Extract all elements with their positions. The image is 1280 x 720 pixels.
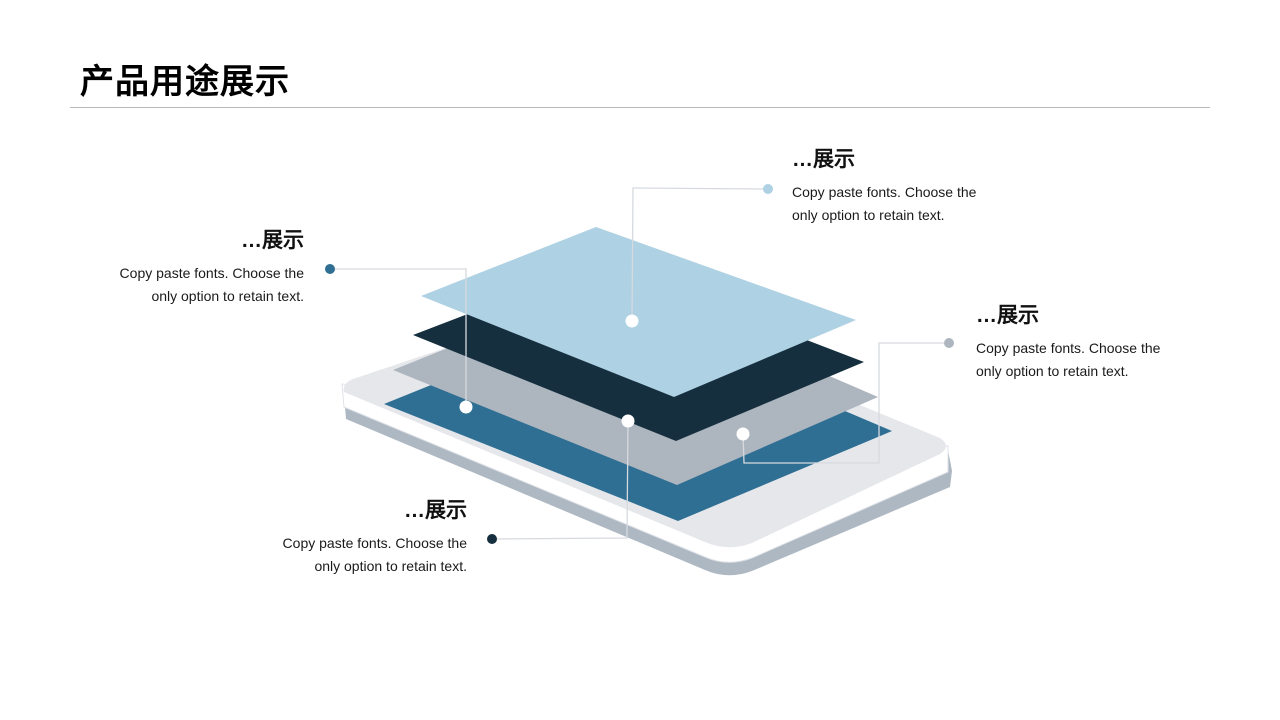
callout-text: Copy paste fonts. Choose the only option… bbox=[119, 265, 304, 304]
marker-dot-bottom bbox=[487, 534, 497, 544]
anchor-dot-light-blue-layer bbox=[625, 314, 639, 328]
callout-heading: …展示 bbox=[241, 229, 304, 252]
marker-dot-right bbox=[944, 338, 954, 348]
callout-top-right: …展示 Copy paste fonts. Choose the only op… bbox=[792, 146, 1002, 227]
page-title: 产品用途展示 bbox=[80, 63, 290, 101]
callout-left: …展示 Copy paste fonts. Choose the only op… bbox=[104, 227, 304, 308]
title-divider bbox=[70, 107, 1210, 108]
callout-heading: …展示 bbox=[792, 148, 855, 171]
callout-heading: …展示 bbox=[976, 304, 1039, 327]
marker-dot-top-right bbox=[763, 184, 773, 194]
connector-top-right bbox=[631, 187, 769, 322]
connector-right bbox=[742, 342, 949, 464]
anchor-dot-blue-layer bbox=[459, 400, 473, 414]
connector-left bbox=[330, 268, 467, 407]
callout-heading: …展示 bbox=[404, 499, 467, 522]
callout-text: Copy paste fonts. Choose the only option… bbox=[792, 184, 977, 223]
marker-dot-left bbox=[325, 264, 335, 274]
anchor-dot-gray-layer bbox=[736, 427, 750, 441]
callout-text: Copy paste fonts. Choose the only option… bbox=[282, 535, 467, 574]
anchor-dot-navy-layer bbox=[621, 414, 635, 428]
callout-text: Copy paste fonts. Choose the only option… bbox=[976, 340, 1161, 379]
layer-light-blue bbox=[421, 227, 856, 397]
callout-right: …展示 Copy paste fonts. Choose the only op… bbox=[976, 302, 1186, 383]
connectors bbox=[330, 187, 949, 540]
connector-bottom bbox=[491, 420, 629, 540]
callout-bottom: …展示 Copy paste fonts. Choose the only op… bbox=[262, 497, 467, 578]
